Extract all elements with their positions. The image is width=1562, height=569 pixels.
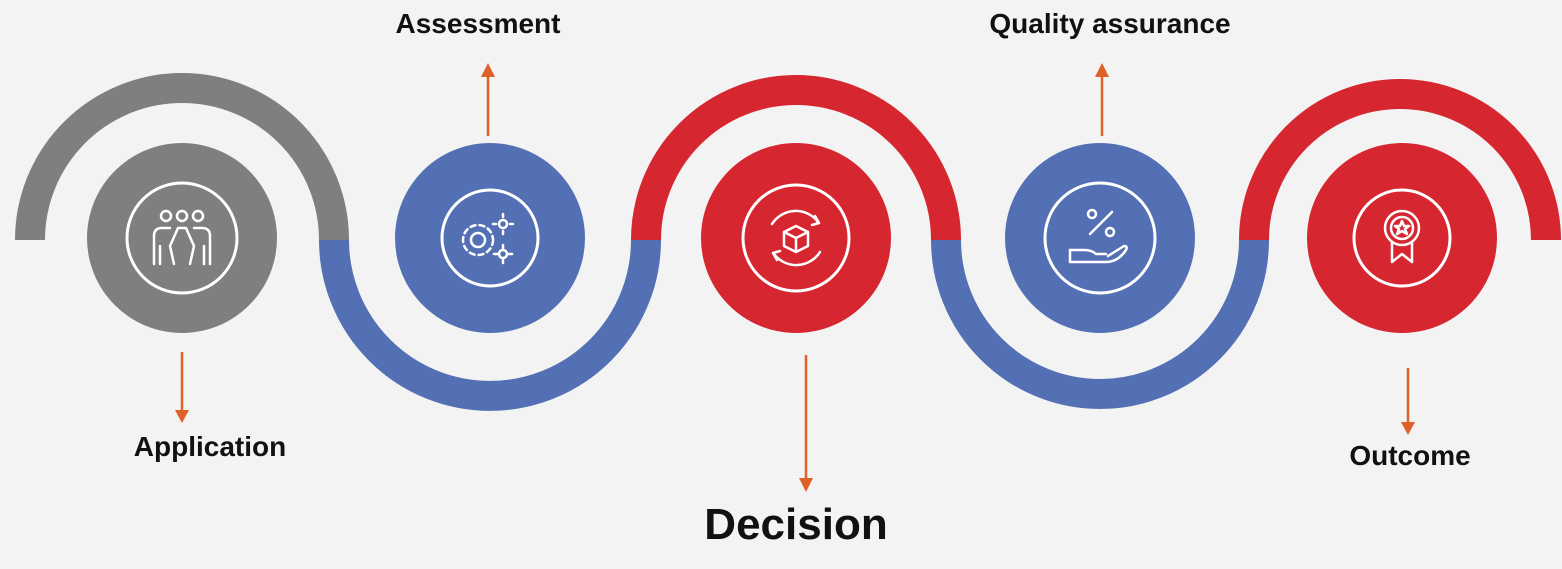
arrow-decision xyxy=(799,355,813,492)
arrow-application xyxy=(175,352,189,423)
label-quality-assurance: Quality assurance xyxy=(989,8,1231,39)
label-outcome: Outcome xyxy=(1349,440,1471,471)
arc-bottom-2 xyxy=(931,239,1269,409)
award-badge-icon xyxy=(1383,209,1421,264)
arc-top-3 xyxy=(1239,79,1561,241)
gears-settings-icon xyxy=(461,212,515,265)
label-decision: Decision xyxy=(704,500,888,549)
percent-hand-icon xyxy=(1068,208,1128,264)
arc-top-1 xyxy=(15,73,349,241)
arc-bottom-1 xyxy=(319,239,661,411)
icon-ring xyxy=(1043,181,1157,295)
step-circle xyxy=(87,143,277,333)
icon-ring xyxy=(1352,188,1452,288)
arc-top-2 xyxy=(631,75,961,241)
step-decision xyxy=(701,143,891,333)
icon-ring xyxy=(125,181,239,295)
wave-track xyxy=(15,73,1561,411)
cube-cycle-icon xyxy=(770,209,822,267)
arrow-outcome xyxy=(1401,368,1415,435)
icon-ring xyxy=(741,183,851,293)
arrow-quality-assurance xyxy=(1095,63,1109,136)
step-assessment xyxy=(395,143,585,333)
step-quality-assurance xyxy=(1005,143,1195,333)
step-outcome xyxy=(1307,143,1497,333)
step-circle xyxy=(1005,143,1195,333)
icon-ring xyxy=(440,188,540,288)
step-application xyxy=(87,143,277,333)
label-application: Application xyxy=(133,431,287,462)
team-people-icon xyxy=(152,209,212,266)
arrows xyxy=(175,63,1415,492)
arrow-assessment xyxy=(481,63,495,136)
label-assessment: Assessment xyxy=(395,8,561,39)
step-circle xyxy=(395,143,585,333)
